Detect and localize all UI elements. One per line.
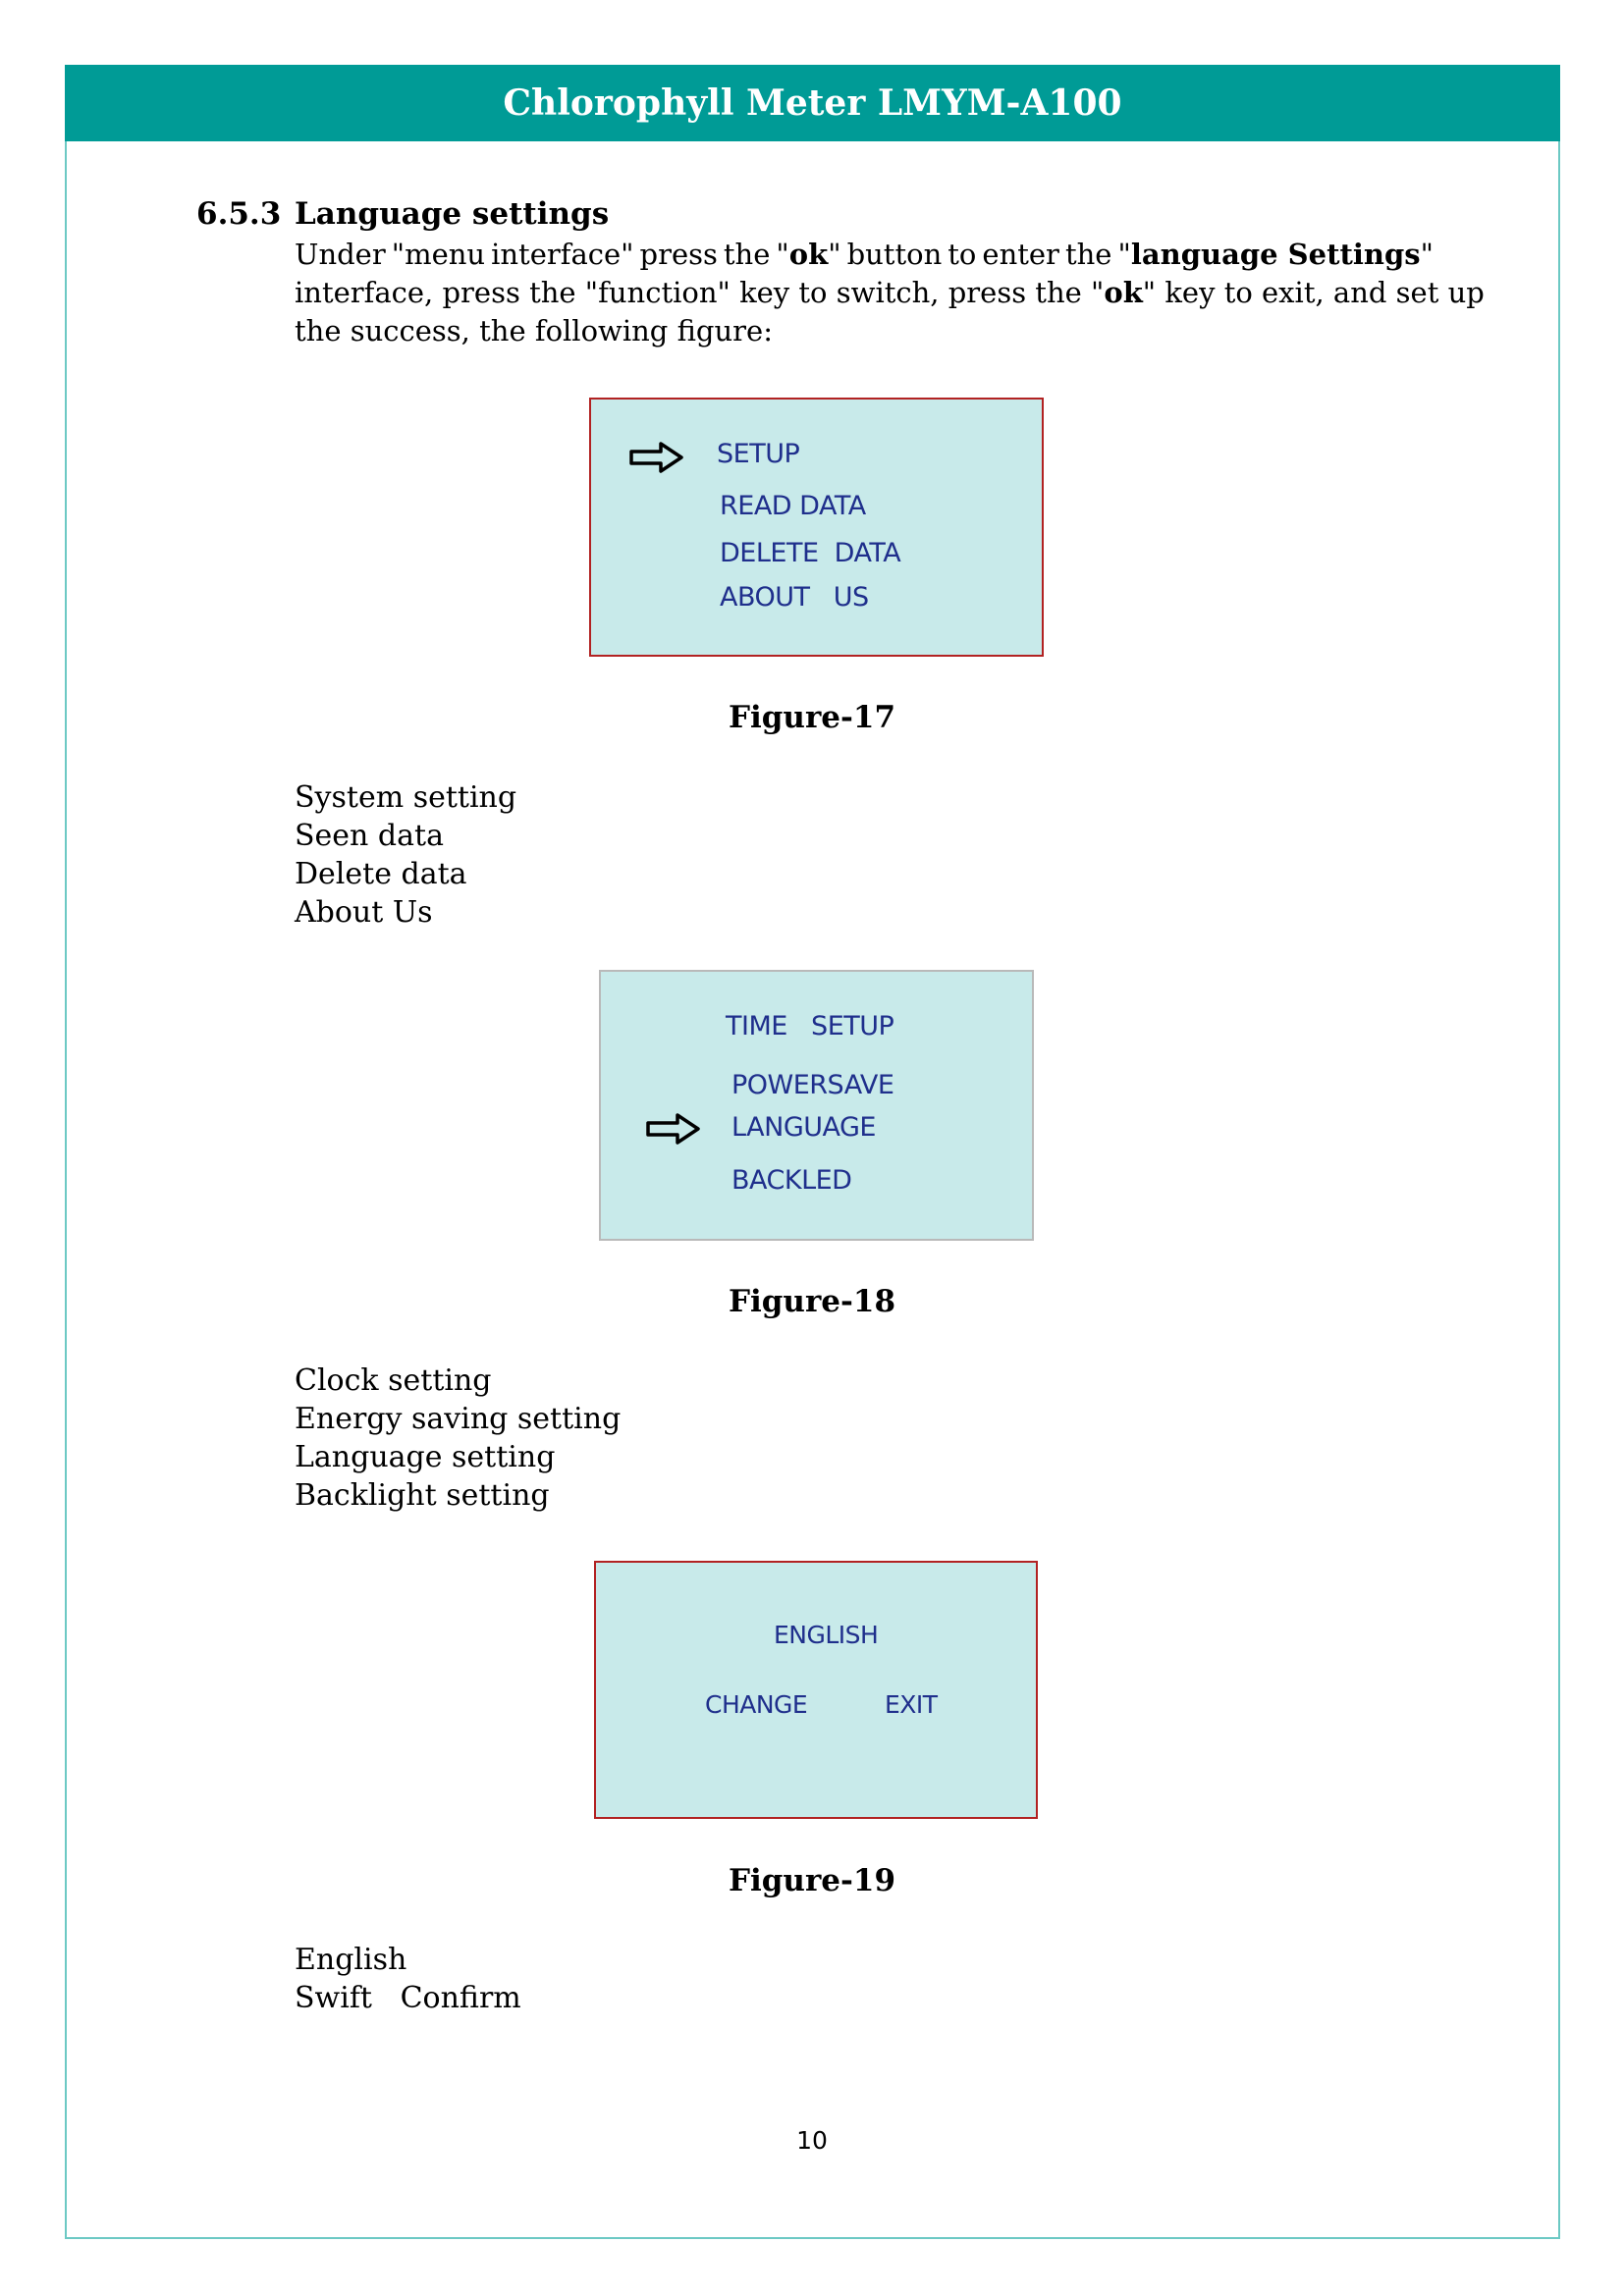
intro-line-1: Under "menu interface" press the "ok" bu…: [295, 238, 1434, 271]
section-number: 6.5.3: [196, 196, 282, 232]
menu-item-read-data: READ DATA: [720, 491, 866, 521]
document-title: Chlorophyll Meter LMYM-A100: [503, 82, 1122, 124]
description-item: About Us: [295, 895, 433, 930]
right-arrow-icon: [646, 1113, 700, 1145]
description-item: Seen data: [295, 819, 444, 853]
description-item: Clock setting: [295, 1363, 492, 1398]
language-value: ENGLISH: [774, 1621, 879, 1649]
page-number: 10: [796, 2126, 828, 2155]
menu-item-setup: SETUP: [717, 439, 800, 469]
menu-item-language: LANGUAGE: [731, 1112, 877, 1143]
description-item: Backlight setting: [295, 1478, 550, 1513]
figure-18-descriptions: Clock setting Energy saving setting Lang…: [295, 1362, 621, 1515]
figure-19-descriptions: English Swift Confirm: [295, 1941, 521, 2017]
right-arrow-icon: [629, 442, 683, 473]
section-title: Language settings: [295, 196, 610, 232]
figure-19-caption: Figure-19: [728, 1863, 896, 1898]
figure-17-descriptions: System setting Seen data Delete data Abo…: [295, 778, 516, 932]
figure-18-screen: TIME SETUP POWERSAVE LANGUAGE BACKLED: [599, 970, 1034, 1241]
figure-17-caption: Figure-17: [728, 700, 896, 735]
change-option: CHANGE: [705, 1690, 808, 1719]
description-item: Language setting: [295, 1440, 556, 1474]
exit-option: EXIT: [885, 1690, 938, 1719]
menu-item-backled: BACKLED: [731, 1165, 852, 1196]
description-item: System setting: [295, 780, 517, 815]
intro-line-2: interface, press the "function" key to s…: [295, 276, 1485, 309]
description-item: Delete data: [295, 857, 467, 891]
intro-line-3: the success, the following figure:: [295, 314, 773, 347]
description-item: English: [295, 1943, 407, 1977]
section-heading: 6.5.3 Language settings: [196, 196, 609, 232]
figure-18-caption: Figure-18: [728, 1284, 896, 1319]
description-item: Swift Confirm: [295, 1981, 521, 2015]
menu-item-delete-data: DELETE DATA: [720, 538, 901, 568]
menu-item-about-us: ABOUT US: [720, 582, 869, 613]
intro-paragraph: Under "menu interface" press the "ok" bu…: [295, 236, 1485, 350]
figure-17-screen: SETUP READ DATA DELETE DATA ABOUT US: [589, 398, 1044, 657]
description-item: Energy saving setting: [295, 1402, 622, 1436]
figure-19-screen: ENGLISH CHANGE EXIT: [594, 1561, 1038, 1819]
menu-item-powersave: POWERSAVE: [731, 1070, 894, 1100]
menu-item-time-setup: TIME SETUP: [726, 1011, 894, 1041]
header-bar: Chlorophyll Meter LMYM-A100: [65, 65, 1560, 141]
